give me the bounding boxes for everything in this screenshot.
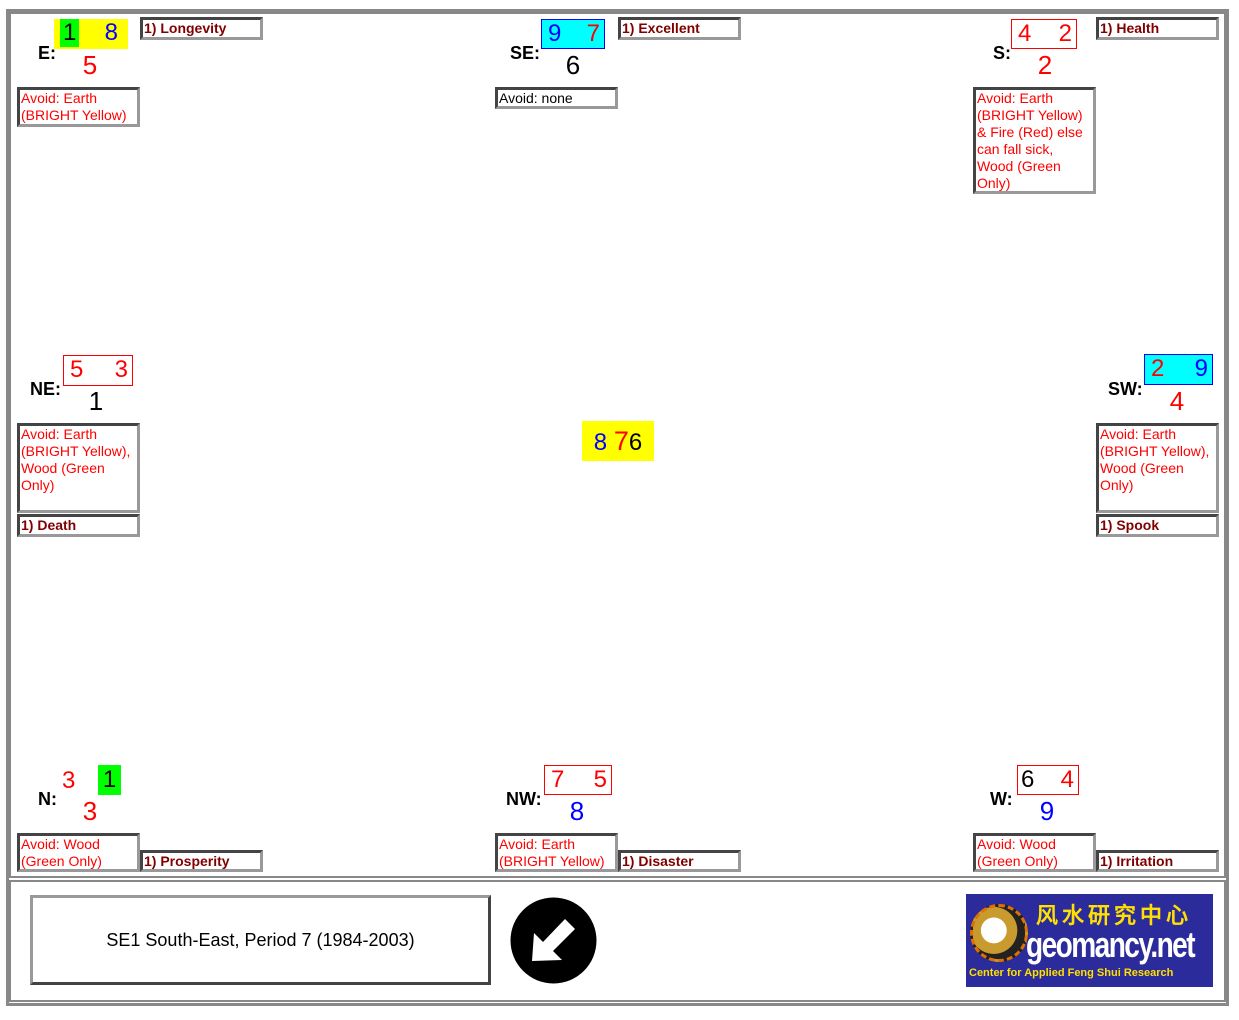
avoid-box: Avoid: Earth (BRIGHT Yellow) [495,833,618,872]
avoid-box: Avoid: none [495,87,618,109]
meaning-box: 1) Disaster [618,850,741,872]
palace-label: SW: [1108,379,1143,399]
palace-label: E: [38,43,56,63]
avoid-box: Avoid: Earth (BRIGHT Yellow), Wood (Gree… [17,423,140,513]
center-mountain-star: 8 [593,429,608,456]
water-star: 4 [1060,766,1074,793]
mountain-star: 9 [548,20,562,47]
avoid-box: Avoid: Wood (Green Only) [17,833,140,872]
avoid-box: Avoid: Wood (Green Only) [973,833,1096,872]
mountain-star: 4 [1018,20,1032,47]
base-star: 2 [1037,50,1053,80]
water-star: 7 [586,20,600,47]
water-star: 8 [104,19,118,46]
base-star: 5 [82,50,98,80]
logo-tagline: Center for Applied Feng Shui Research [969,967,1174,979]
logo-text: geomancy.net [1026,924,1196,965]
center-stars: 8 76 [582,421,654,461]
footer-frame [9,880,1226,1002]
logo-chinese: 风水研究中心 [1036,903,1193,929]
palace-label: NE: [30,379,61,399]
mountain-star: 5 [70,356,84,383]
outer-frame [6,9,1229,1006]
palace-label: N: [38,789,57,809]
mountain-star: 6 [1021,766,1035,793]
palace-label: S: [993,43,1011,63]
meaning-box: 1) Irritation [1096,850,1219,872]
base-star: 8 [569,796,585,826]
mountain-star: 1 [60,19,80,47]
palace-label: NW: [506,789,542,809]
base-star: 1 [88,386,104,416]
star-box: 5 3 [63,355,133,386]
facing-direction-arrow-icon [510,897,597,984]
center-base-star: 6 [628,429,643,456]
water-star: 2 [1058,20,1072,47]
meaning-box: 1) Health [1096,17,1219,40]
mountain-star: 2 [1151,355,1165,382]
star-box: 1 8 [54,19,128,49]
base-star: 4 [1169,386,1185,416]
meaning-box: 1) Spook [1096,514,1219,537]
avoid-box: Avoid: Earth (BRIGHT Yellow), Wood (Gree… [1096,423,1219,513]
water-star: 3 [114,356,128,383]
mountain-star: 7 [551,766,565,793]
palace-label: SE: [510,43,541,63]
base-star: 9 [1039,796,1055,826]
star-box: 7 5 [544,765,612,795]
yin-yang-icon [970,904,1028,962]
meaning-box: 1) Prosperity [140,850,263,872]
meaning-box: 1) Excellent [618,17,741,40]
water-star: 1 [98,765,121,795]
star-box: 6 4 [1017,765,1079,795]
star-box: 4 2 [1011,19,1077,49]
mountain-star: 3 [62,767,76,794]
star-box: 2 9 [1144,354,1213,385]
avoid-box: Avoid: Earth (BRIGHT Yellow) [17,87,140,127]
meaning-box: 1) Longevity [140,17,263,40]
center-water-star: 7 [613,426,629,456]
palace-label: W: [990,789,1013,809]
water-star: 9 [1194,355,1208,382]
water-star: 5 [593,766,607,793]
chart-frame [9,12,1226,878]
geomancy-logo[interactable]: 风水研究中心 geomancy.net Center for Applied F… [966,894,1213,987]
star-box: 9 7 [541,19,605,49]
base-star: 6 [565,50,581,80]
base-star: 3 [82,796,98,826]
meaning-box: 1) Death [17,514,140,537]
avoid-box: Avoid: Earth (BRIGHT Yellow) & Fire (Red… [973,87,1096,194]
chart-caption: SE1 South-East, Period 7 (1984-2003) [30,895,491,985]
